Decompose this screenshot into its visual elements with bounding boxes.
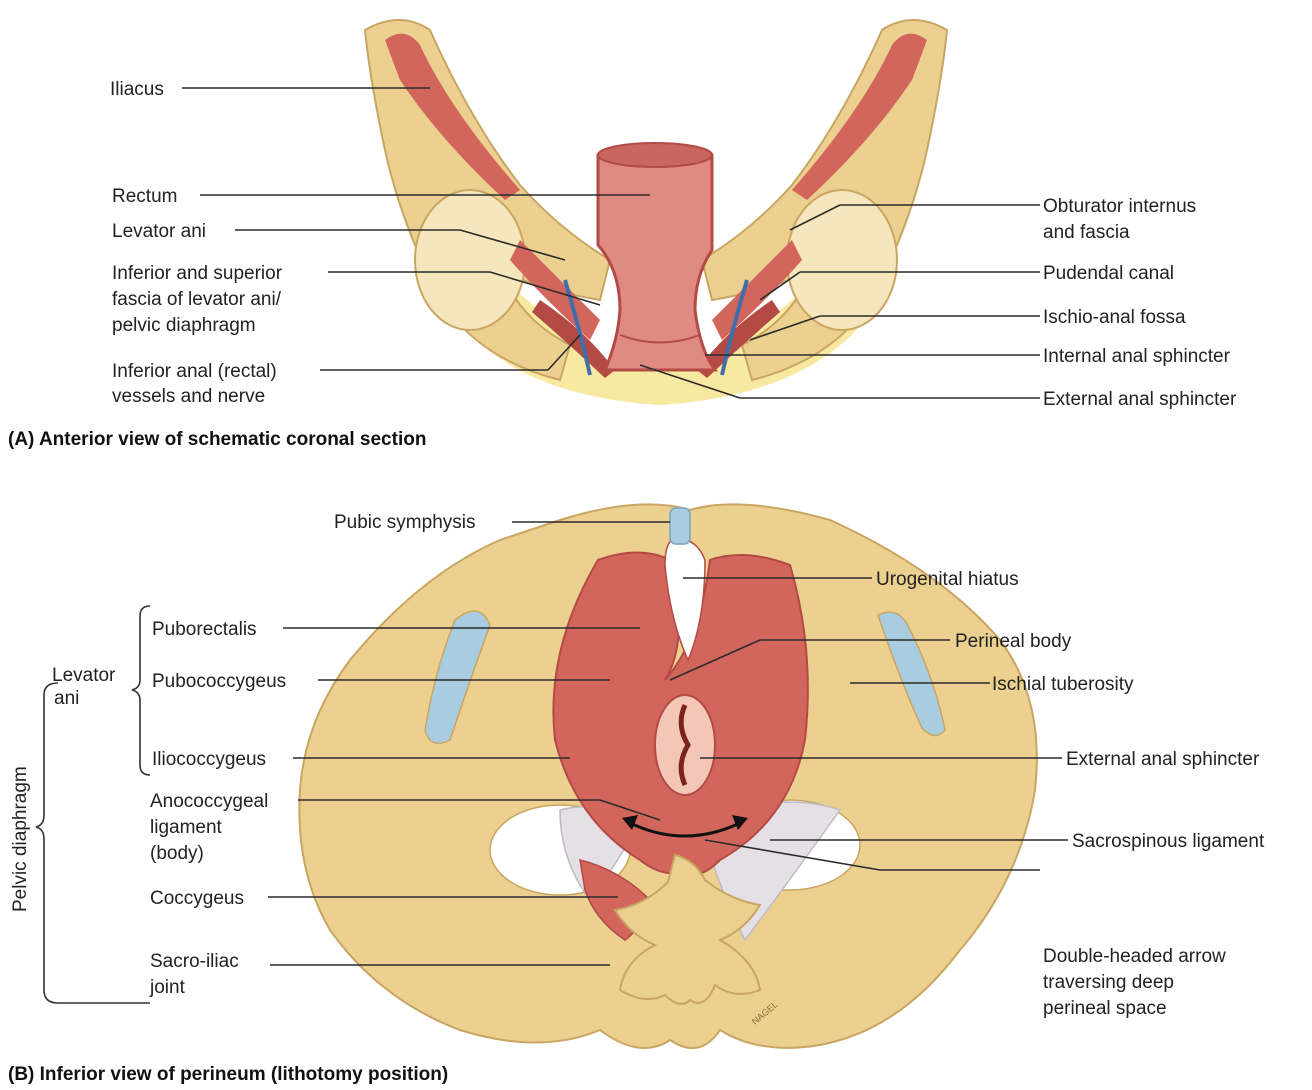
- rectum-lumen: [598, 143, 712, 167]
- label-external-sphincter-b: External anal sphincter: [1066, 749, 1260, 770]
- label-ischial-tuberosity: Ischial tuberosity: [992, 674, 1134, 695]
- levator-ani-brace: [132, 606, 150, 775]
- label-iliacus: Iliacus: [110, 79, 164, 100]
- label-arrow-line-2: traversing deep: [1043, 972, 1174, 993]
- label-fascia-line-2: fascia of levator ani/: [112, 289, 282, 310]
- label-fascia-line-1: Inferior and superior: [112, 263, 283, 284]
- label-pubic-symphysis: Pubic symphysis: [334, 512, 476, 533]
- label-puborectalis: Puborectalis: [152, 619, 257, 640]
- label-anococcygeal-line-3: (body): [150, 843, 204, 864]
- label-ischio-anal-fossa: Ischio-anal fossa: [1043, 307, 1186, 328]
- label-levator-line-1: Levator: [52, 665, 116, 686]
- label-arrow-line-1: Double-headed arrow: [1043, 946, 1226, 967]
- label-vessels-line-1: Inferior anal (rectal): [112, 361, 277, 382]
- label-levator-line-2: ani: [54, 688, 79, 709]
- label-fascia-line-3: pelvic diaphragm: [112, 315, 256, 336]
- label-sacroiliac-line-2: joint: [149, 977, 186, 998]
- label-rectum: Rectum: [112, 186, 177, 207]
- label-pudendal-canal: Pudendal canal: [1043, 263, 1174, 284]
- pubic-symphysis: [670, 508, 690, 544]
- label-obturator-line-2: and fascia: [1043, 222, 1130, 243]
- label-anococcygeal-line-2: ligament: [150, 817, 223, 838]
- label-sacroiliac-line-1: Sacro-iliac: [150, 951, 239, 972]
- label-obturator-line-1: Obturator internus: [1043, 196, 1196, 217]
- label-pubococcygeus: Pubococcygeus: [152, 671, 286, 692]
- panel-a-coronal-section: [365, 20, 947, 405]
- label-internal-sphincter: Internal anal sphincter: [1043, 346, 1231, 367]
- label-coccygeus: Coccygeus: [150, 888, 244, 909]
- right-femoral-head: [787, 190, 897, 330]
- label-sacrospinous: Sacrospinous ligament: [1072, 831, 1265, 852]
- label-levator-ani: Levator ani: [112, 221, 206, 242]
- label-anococcygeal-line-1: Anococcygeal: [150, 791, 268, 812]
- caption-panel-b: (B) Inferior view of perineum (lithotomy…: [8, 1064, 448, 1085]
- left-femoral-head: [415, 190, 525, 330]
- pelvic-diaphragm-brace: [36, 683, 150, 1003]
- caption-panel-a: (A) Anterior view of schematic coronal s…: [8, 429, 426, 450]
- label-perineal-body: Perineal body: [955, 631, 1072, 652]
- label-vessels-line-2: vessels and nerve: [112, 386, 265, 407]
- label-urogenital-hiatus: Urogenital hiatus: [876, 569, 1019, 590]
- label-iliococcygeus: Iliococcygeus: [152, 749, 266, 770]
- label-pelvic-diaphragm: Pelvic diaphragm: [10, 766, 31, 912]
- label-arrow-line-3: perineal space: [1043, 998, 1167, 1019]
- label-external-sphincter-a: External anal sphincter: [1043, 389, 1237, 410]
